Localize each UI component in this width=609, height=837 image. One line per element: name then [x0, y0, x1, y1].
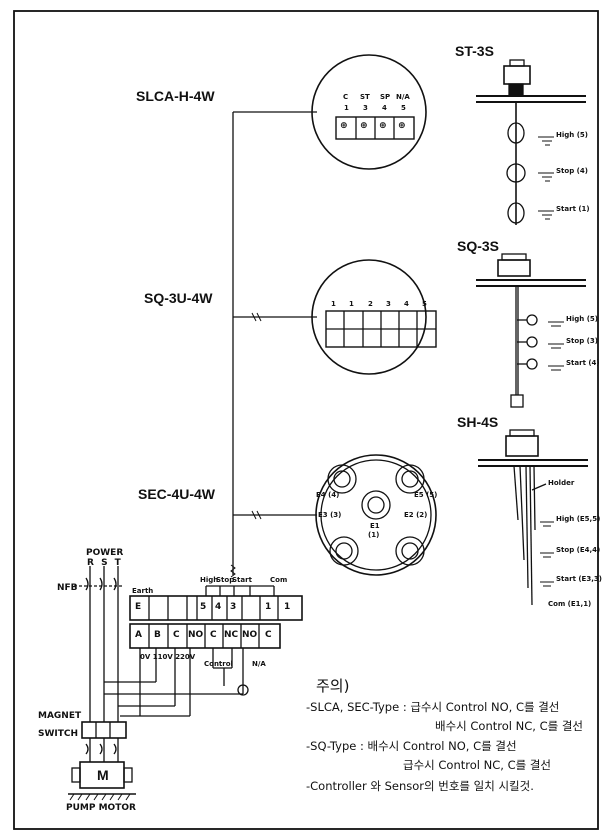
controller-control-label: Control — [204, 660, 233, 668]
notes-line-4: 급수시 Control NC, C를 결선 — [403, 758, 551, 772]
power-label: POWER — [86, 548, 124, 558]
sec-e2-label: E2 (2) — [404, 511, 428, 519]
st3s-level-start: Start (1) — [556, 205, 590, 213]
controller-top-terminal: 1 — [284, 602, 291, 612]
slca-number-3: 4 — [382, 104, 387, 112]
controller-top-terminal: 5 — [200, 602, 207, 612]
sh4s-level-high: High (E5,5) — [556, 515, 601, 523]
sec-e1-number: (1) — [368, 531, 380, 539]
st3s-sensor — [476, 59, 586, 225]
sq3u-number-1: 1 — [331, 300, 336, 308]
slca-screw-icon: ⊕ — [379, 121, 387, 131]
slca-header-1: C — [343, 93, 349, 101]
nfb-label: NFB — [57, 583, 78, 593]
pump-motor-label: PUMP MOTOR — [66, 803, 136, 813]
notes-title: 주의) — [316, 677, 350, 695]
slca-header-3: SP — [380, 93, 391, 101]
controller-bottom-terminal: NC — [224, 630, 239, 640]
sec-e3-label: E3 (3) — [318, 511, 342, 519]
controller-bottom-terminal: B — [154, 630, 161, 640]
sq3u-number-6: 5 — [422, 300, 427, 308]
slca-number-1: 1 — [344, 104, 349, 112]
sh4s-sensor — [478, 429, 588, 606]
power-lines — [74, 566, 249, 762]
controller-voltage-label: 0V 110V 220V — [140, 653, 196, 661]
sq3s-sensor — [476, 253, 586, 408]
sh4s-label: SH-4S — [457, 414, 499, 430]
pump-motor-symbol — [68, 761, 136, 801]
slca-socket — [311, 54, 427, 170]
controller-bottom-terminal: C — [173, 630, 180, 640]
controller-top-terminal: 1 — [265, 602, 272, 612]
sh4s-level-stop: Stop (E4,4) — [556, 546, 601, 554]
controller-bottom-terminal: A — [135, 630, 142, 640]
controller-bottom-terminal: C — [210, 630, 217, 640]
slca-screw-icon: ⊕ — [360, 121, 368, 131]
controller-earth-label: Earth — [132, 587, 154, 595]
sq3u-number-2: 1 — [349, 300, 354, 308]
sq3u-number-4: 3 — [386, 300, 391, 308]
sq3s-level-start: Start (4) — [566, 359, 600, 367]
controller-bottom-terminal: NO — [188, 630, 204, 640]
sq3u-socket — [311, 259, 427, 375]
sec-e5-label: E5 (5) — [414, 491, 438, 499]
notes-line-2: 배수시 Control NC, C를 결선 — [435, 719, 583, 733]
slca-number-2: 3 — [363, 104, 368, 112]
notes-line-5: -Controller 와 Sensor의 번호를 일치 시킬것. — [306, 779, 534, 793]
controller-na-label: N/A — [252, 660, 266, 668]
sq3s-level-high: High (5) — [566, 315, 598, 323]
sec-socket — [315, 454, 437, 576]
controller-start-label: Start — [232, 576, 252, 584]
sq3u-label: SQ-3U-4W — [144, 290, 213, 306]
slca-label: SLCA-H-4W — [136, 88, 215, 104]
controller-top-terminal: 3 — [230, 602, 237, 612]
magnet-label: MAGNET — [38, 711, 82, 721]
motor-m-label: M — [97, 767, 109, 783]
notes-line-3: -SQ-Type : 배수시 Control NO, C를 결선 — [306, 739, 517, 753]
sec-e4-label: E4 (4) — [316, 491, 340, 499]
sh4s-level-start: Start (E3,3) — [556, 575, 602, 583]
sq3u-number-5: 4 — [404, 300, 409, 308]
page-frame — [13, 10, 599, 830]
switch-label: SWITCH — [38, 729, 79, 739]
controller-stop-label: Stop — [216, 576, 235, 584]
sq3u-number-3: 2 — [368, 300, 373, 308]
sec-label: SEC-4U-4W — [138, 486, 216, 502]
controller-top-terminal: 4 — [215, 602, 222, 612]
slca-screw-icon: ⊕ — [340, 121, 348, 131]
sh4s-holder-label: Holder — [548, 479, 575, 487]
st3s-level-high: High (5) — [556, 131, 588, 139]
controller-com-label: Com — [270, 576, 288, 584]
slca-header-2: ST — [360, 93, 370, 101]
controller-bottom-terminal: C — [265, 630, 272, 640]
sq3s-label: SQ-3S — [457, 238, 500, 254]
controller-high-label: High — [200, 576, 219, 584]
controller-top-terminal: E — [135, 602, 142, 612]
sec-e1-label: E1 — [370, 522, 380, 530]
st3s-level-stop: Stop (4) — [556, 167, 588, 175]
sh4s-com-label: Com (E1,1) — [548, 600, 592, 608]
slca-header-4: N/A — [396, 93, 410, 101]
rst-label: R S T — [87, 558, 123, 568]
st3s-label: ST-3S — [455, 43, 494, 59]
notes-line-1: -SLCA, SEC-Type : 급수시 Control NO, C를 결선 — [306, 700, 560, 714]
controller-bottom-terminal: NO — [242, 630, 258, 640]
controller-block — [129, 585, 303, 649]
slca-screw-icon: ⊕ — [398, 121, 406, 131]
sq3s-level-stop: Stop (3) — [566, 337, 598, 345]
slca-number-4: 5 — [401, 104, 406, 112]
